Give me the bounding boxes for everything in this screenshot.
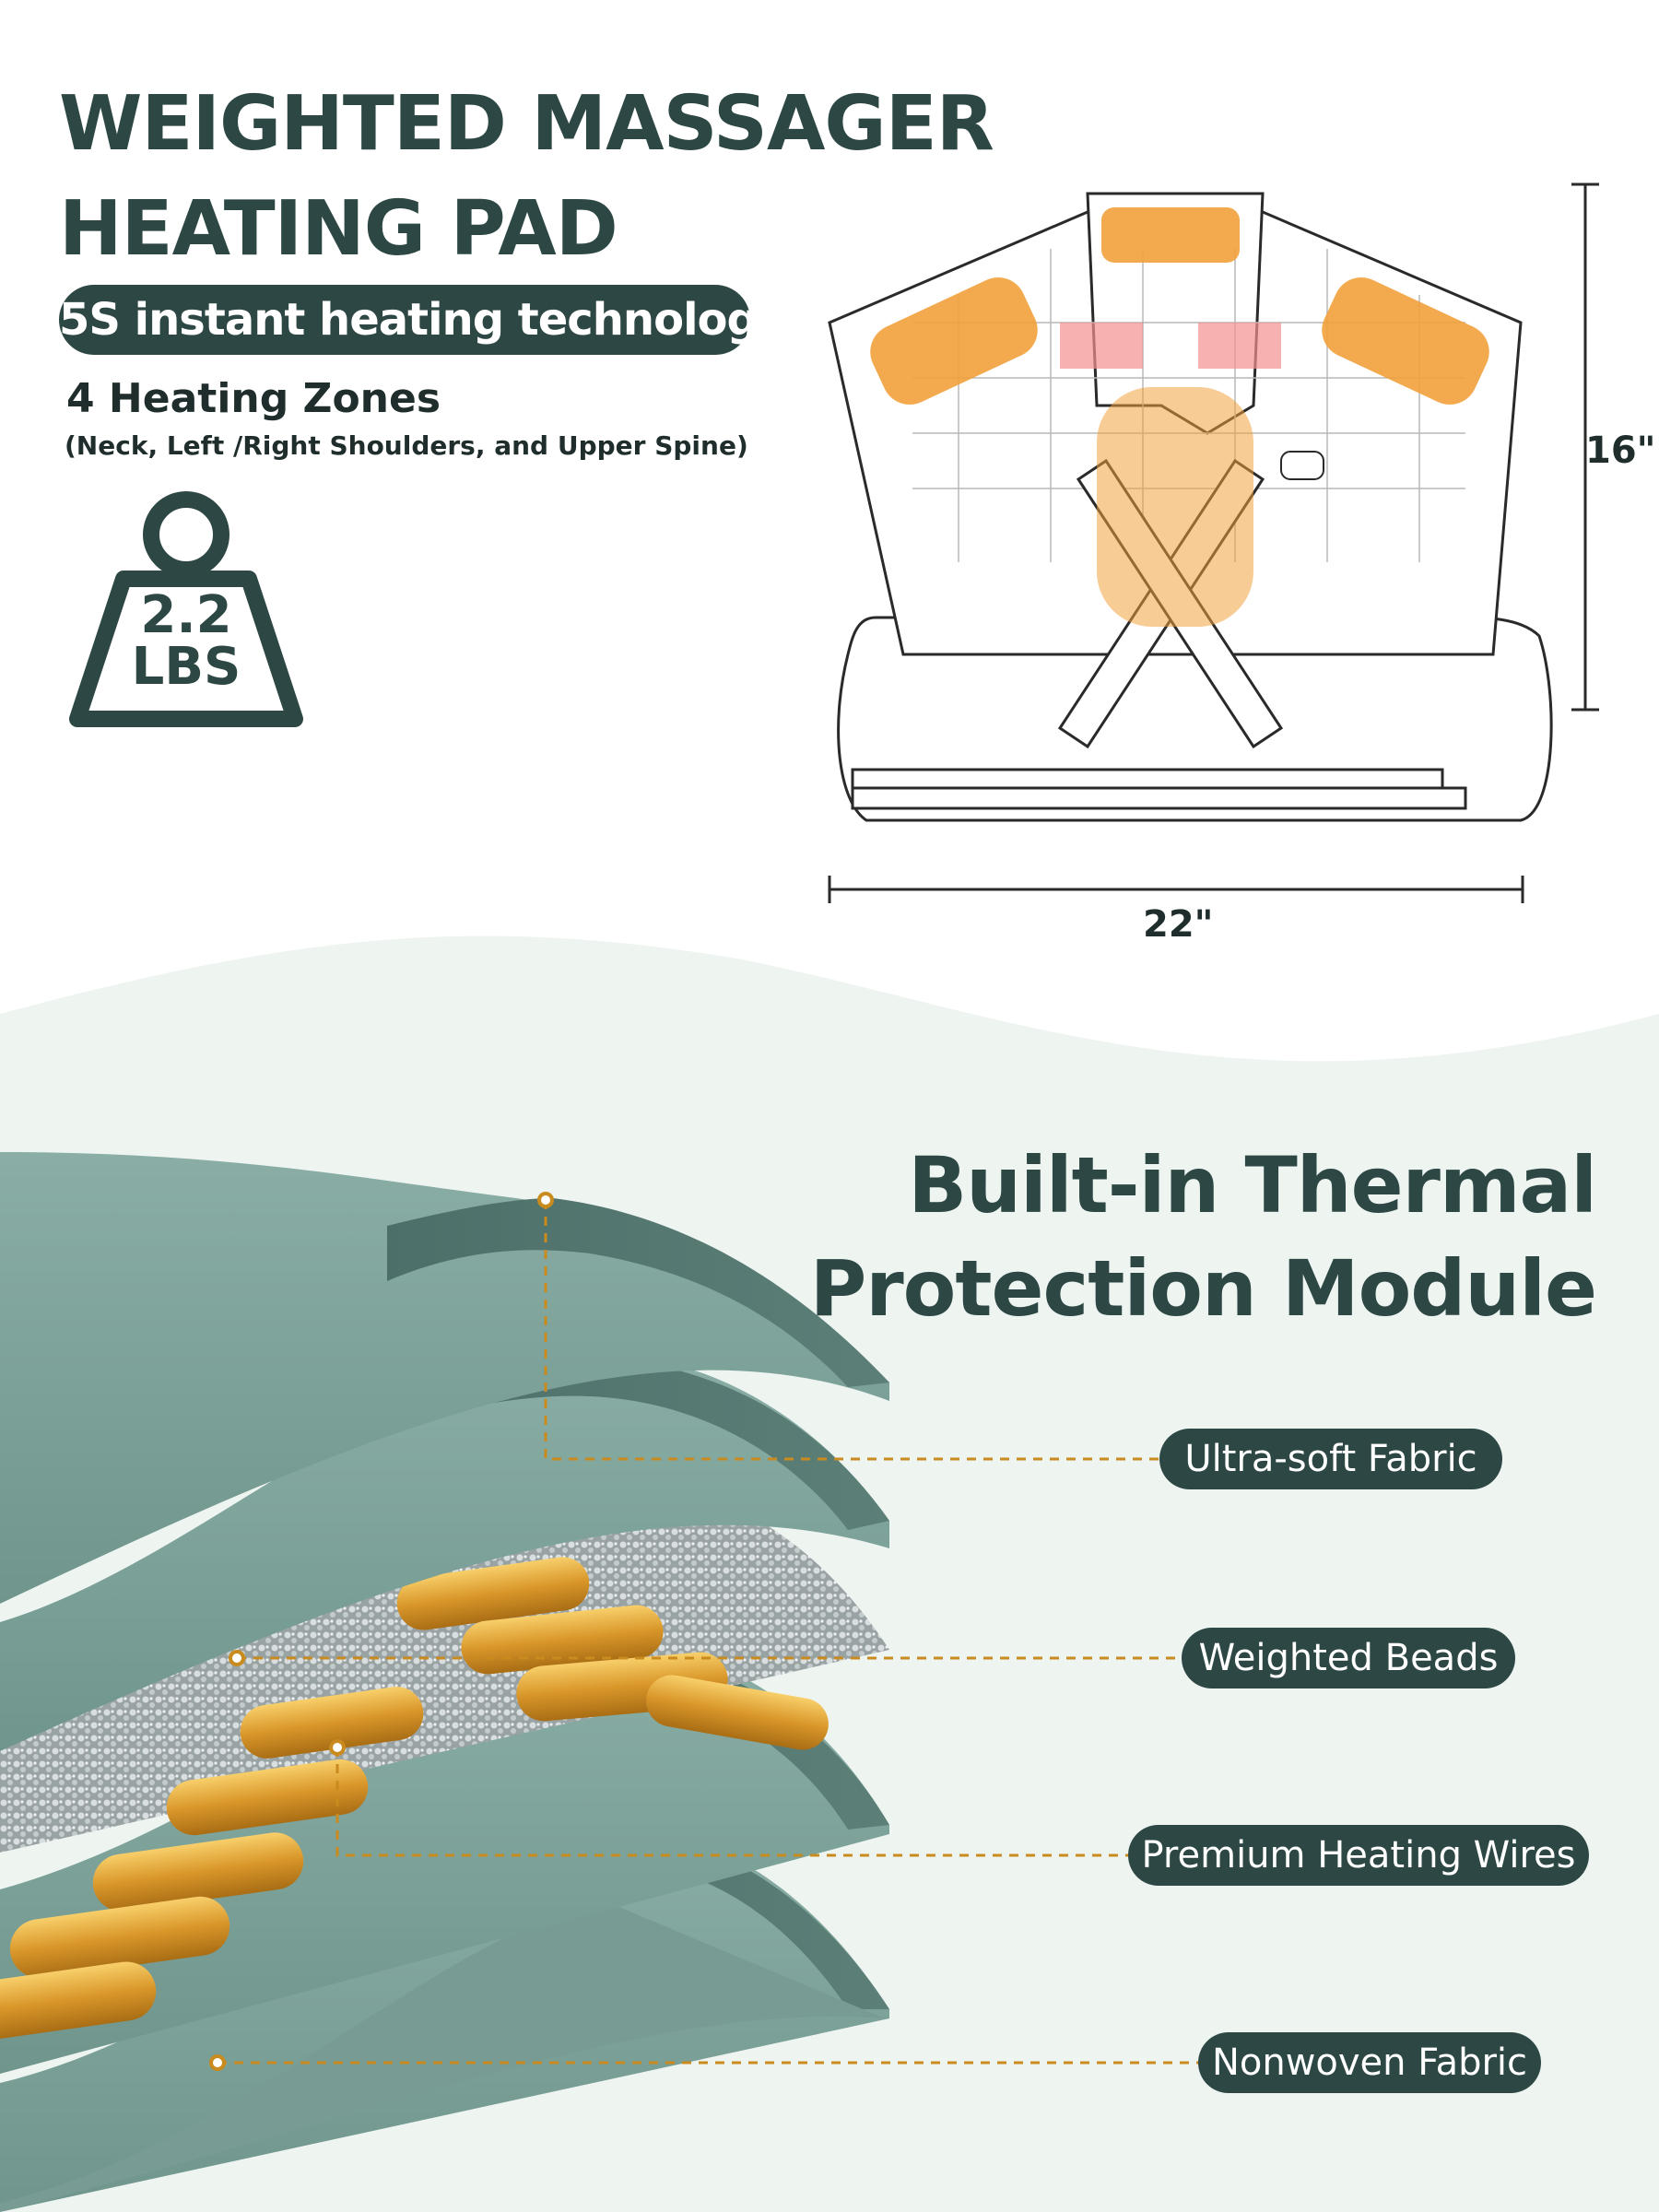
tagline-badge: 5S instant heating technology (59, 285, 786, 355)
heating-zones-detail: (Neck, Left /Right Shoulders, and Upper … (65, 430, 748, 461)
section-title: Built-in Thermal Protection Module (809, 1134, 1597, 1340)
page-title: WEIGHTED MASSAGER HEATING PAD (59, 72, 994, 282)
weight-icon (69, 491, 303, 727)
weight-label: 2.2 LBS (66, 590, 306, 693)
layers-illustration (0, 935, 1659, 2212)
width-dimension: 22" (1143, 903, 1214, 946)
section-title-line-1: Built-in Thermal (908, 1140, 1597, 1230)
heating-zones-heading: 4 Heating Zones (66, 375, 441, 422)
section-title-line-2: Protection Module (809, 1243, 1597, 1334)
layer-label-ultra-soft-fabric: Ultra-soft Fabric (1159, 1429, 1502, 1489)
title-line-2: HEATING PAD (59, 185, 618, 273)
layer-label-weighted-beads: Weighted Beads (1182, 1628, 1515, 1688)
weight-unit: LBS (131, 637, 241, 697)
height-dimension: 16" (1585, 429, 1656, 472)
layer-label-premium-heating-wires: Premium Heating Wires (1128, 1825, 1589, 1886)
product-diagram (828, 182, 1599, 903)
title-line-1: WEIGHTED MASSAGER (59, 80, 994, 168)
layer-label-nonwoven-fabric: Nonwoven Fabric (1198, 2032, 1541, 2093)
weight-value: 2.2 (140, 585, 232, 645)
